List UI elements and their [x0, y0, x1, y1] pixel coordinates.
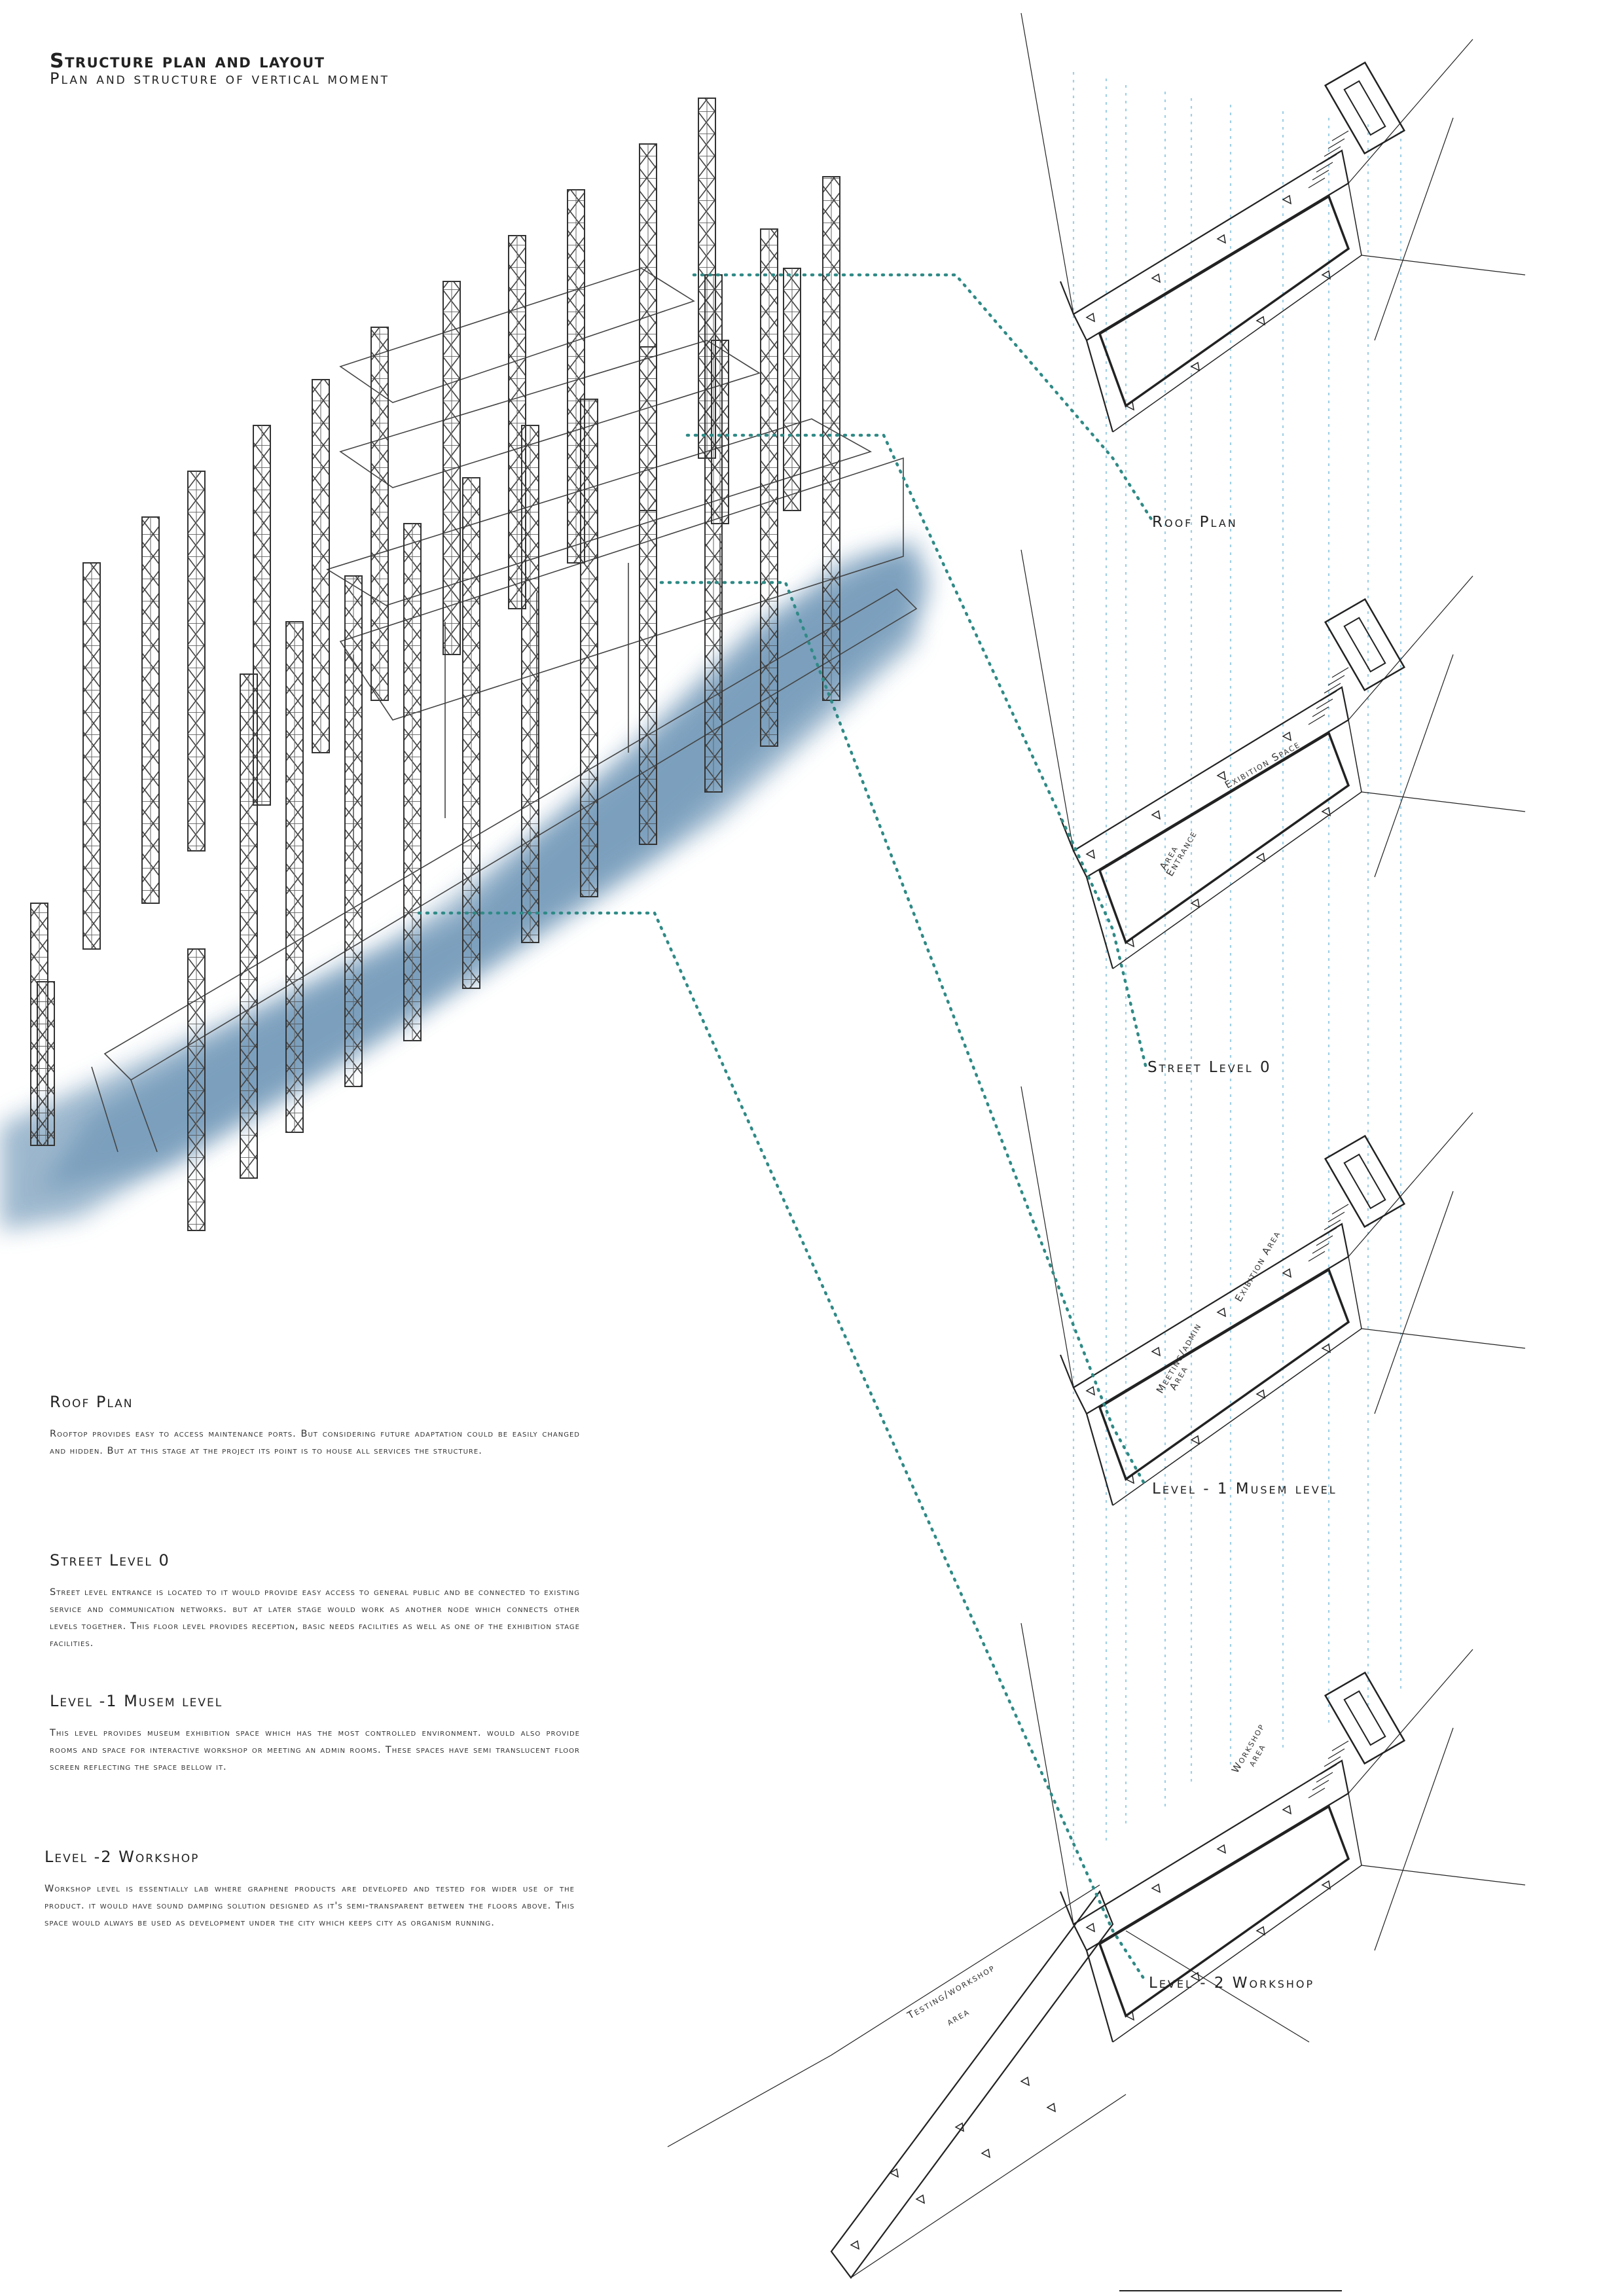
- label-testing-workshop-area: Testing/workshop: [905, 1962, 997, 2022]
- truss-column: [462, 477, 480, 989]
- label-exibition-space: Exibition Space: [1223, 738, 1303, 791]
- floor-plan-extension: [667, 1884, 1342, 2291]
- truss-column: [403, 523, 422, 1041]
- floor-plan: [1020, 1623, 1526, 2043]
- page-subtitle: Plan and structure of vertical moment: [50, 69, 389, 88]
- section-heading: Street Level 0: [50, 1551, 170, 1570]
- truss-column: [285, 621, 304, 1133]
- truss-column: [344, 575, 363, 1087]
- label-exibition-area: Exibition Area: [1233, 1228, 1283, 1304]
- truss-column: [580, 399, 598, 897]
- truss-column: [521, 425, 539, 943]
- floor-plan: [1020, 549, 1526, 969]
- section-body: Street level entrance is located to it w…: [50, 1587, 580, 1649]
- section-body: Workshop level is essentially lab where …: [45, 1884, 575, 1928]
- section-level-1: Level -1 Musem level This level provides…: [50, 1692, 580, 1776]
- truss-column: [187, 471, 206, 852]
- plan-label-street-level: Street Level 0: [1147, 1059, 1272, 1076]
- floor-plan: [1020, 12, 1526, 433]
- area-labels: Exibition Space Entrance Area Exibition …: [905, 738, 1303, 2028]
- section-roof-plan: Roof Plan Rooftop provides easy to acces…: [50, 1393, 580, 1460]
- label-testing-workshop-area-2: area: [945, 2005, 972, 2028]
- floor-plan: [1020, 1086, 1526, 1506]
- truss-column: [783, 268, 801, 511]
- section-street-level: Street Level 0 Street level entrance is …: [50, 1551, 580, 1652]
- floor-plans: [667, 12, 1526, 2291]
- plan-label-level-1: Level - 1 Musem level: [1152, 1480, 1337, 1498]
- truss-column: [187, 948, 206, 1231]
- truss-column: [141, 516, 160, 904]
- section-heading: Level -2 Workshop: [45, 1848, 200, 1866]
- plan-label-level-2: Level - 2 Workshop: [1149, 1975, 1315, 1992]
- section-level-2: Level -2 Workshop Workshop level is esse…: [45, 1848, 575, 1931]
- truss-column: [711, 340, 729, 524]
- truss-column: [639, 346, 657, 845]
- leader-lines: [417, 273, 1154, 1983]
- section-heading: Level -1 Musem level: [50, 1692, 223, 1710]
- truss-column: [82, 562, 101, 950]
- page-title: Structure plan and layout: [50, 50, 325, 73]
- section-heading: Roof Plan: [50, 1393, 134, 1411]
- truss-columns: [30, 98, 840, 1231]
- truss-column: [240, 673, 258, 1179]
- section-body: This level provides museum exhibition sp…: [50, 1728, 580, 1772]
- plan-grid-lines: [1072, 72, 1402, 1865]
- truss-column: [442, 281, 461, 655]
- section-body: Rooftop provides easy to access maintena…: [50, 1429, 580, 1456]
- plan-label-roof: Roof Plan: [1152, 514, 1238, 531]
- truss-column: [37, 981, 55, 1146]
- truss-column: [370, 327, 389, 701]
- truss-column: [822, 176, 840, 701]
- truss-column: [760, 228, 778, 747]
- truss-column: [312, 379, 330, 753]
